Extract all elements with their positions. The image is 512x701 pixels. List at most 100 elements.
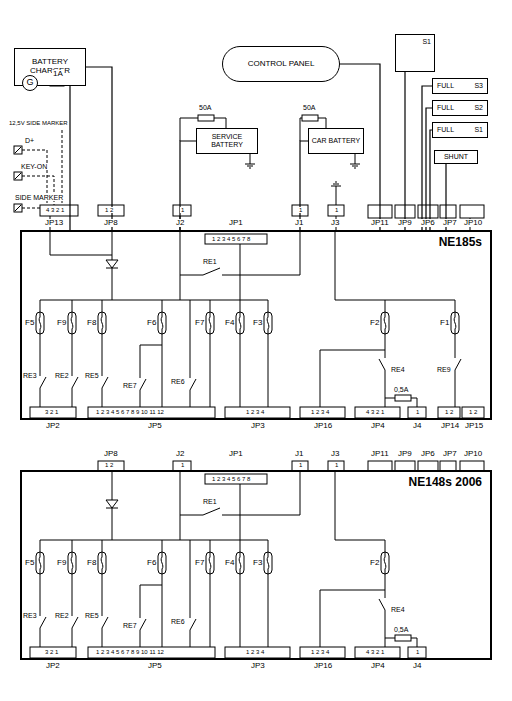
schematic-label: JP7 xyxy=(442,219,458,227)
schematic-label: 1 xyxy=(298,462,303,468)
schematic-label: SIDE MARKER xyxy=(14,194,64,201)
schematic-label: 1 2 3 4 xyxy=(245,649,265,655)
node-text: NE185s xyxy=(439,236,482,249)
schematic-label: JP9 xyxy=(397,219,413,227)
node-text: FULL xyxy=(437,104,454,112)
schematic-label: 1 2 3 4 5 6 7 8 9 10 11 12 xyxy=(95,649,165,655)
node-text: S2 xyxy=(474,104,483,112)
node-text: S1 xyxy=(474,126,483,134)
schematic-label: 1 xyxy=(415,409,420,415)
node-text: SERVICE BATTERY xyxy=(197,133,257,148)
schematic-label: JP16 xyxy=(313,662,333,670)
schematic-label: RE3 xyxy=(22,372,38,379)
node-text: CAR BATTERY xyxy=(312,137,360,145)
schematic-label: JP1 xyxy=(228,219,244,227)
schematic-label: 1 2 3 4 xyxy=(245,409,265,415)
wire-connector xyxy=(38,83,70,230)
schematic-label: KEY-ON xyxy=(20,163,48,170)
schematic-label: JP2 xyxy=(45,422,61,430)
schematic-label: JP2 xyxy=(45,662,61,670)
schematic-label: JP1 xyxy=(228,450,244,458)
schematic-label: JP6 xyxy=(420,219,436,227)
schematic-label: RE1 xyxy=(202,258,218,265)
schematic-label: 50A xyxy=(198,104,212,111)
schematic-label: 1 2 3 4 5 6 7 8 9 10 11 12 xyxy=(95,409,165,415)
schematic-label: JP16 xyxy=(313,422,333,430)
shunt-box: SHUNT xyxy=(434,150,478,164)
schematic-label: RE9 xyxy=(436,366,452,373)
battery-box: CAR BATTERY xyxy=(308,128,364,154)
schematic-label: F9 xyxy=(56,319,67,327)
schematic-label: RE6 xyxy=(170,618,186,625)
schematic-label: JP5 xyxy=(147,422,163,430)
schematic-label: 50A xyxy=(302,104,316,111)
schematic-label: 1 2 xyxy=(444,409,454,415)
schematic-label: 1 xyxy=(298,207,303,213)
schematic-label: RE4 xyxy=(390,606,406,613)
schematic-label: 3 2 1 xyxy=(44,409,59,415)
wire-connector xyxy=(86,67,112,230)
schematic-label: JP8 xyxy=(103,219,119,227)
wire-connector xyxy=(180,141,196,230)
schematic-label: 0,5A xyxy=(393,386,409,393)
schematic-label: JP9 xyxy=(397,450,413,458)
schematic-label: 4 3 2 1 xyxy=(365,649,385,655)
schematic-label: F4 xyxy=(224,559,235,567)
sensor-box: S1 xyxy=(395,34,435,72)
schematic-label: 1 xyxy=(334,462,339,468)
schematic-label: J4 xyxy=(412,662,422,670)
schematic-label: JP10 xyxy=(463,450,483,458)
node-text: CONTROL PANEL xyxy=(248,60,315,69)
schematic-label: RE1 xyxy=(202,498,218,505)
schematic-label: JP8 xyxy=(103,450,119,458)
node-text: SHUNT xyxy=(444,153,468,161)
schematic-label: F2 xyxy=(369,319,380,327)
schematic-label: F7 xyxy=(194,559,205,567)
schematic-label: JP3 xyxy=(250,662,266,670)
schematic-label: JP10 xyxy=(463,219,483,227)
schematic-label: RE2 xyxy=(54,372,70,379)
node-text: S3 xyxy=(474,82,483,90)
schematic-label: F7 xyxy=(194,319,205,327)
schematic-label: J2 xyxy=(175,219,185,227)
battery-box: SERVICE BATTERY xyxy=(196,128,258,154)
tank-box: FULL S2 xyxy=(432,100,488,116)
schematic-label: J4 xyxy=(412,422,422,430)
schematic-label: RE7 xyxy=(122,382,138,389)
schematic-label: F6 xyxy=(146,319,157,327)
schematic-label: 1A xyxy=(52,70,64,78)
node-text: S1 xyxy=(422,38,431,46)
schematic-label: 1 2 xyxy=(104,207,114,213)
ne185s-extras xyxy=(40,205,484,418)
schematic-label: 1 2 xyxy=(104,462,114,468)
node-text: FULL xyxy=(437,82,454,90)
node-text: NE148s 2006 xyxy=(409,476,482,489)
schematic-label: F6 xyxy=(146,559,157,567)
schematic-label: J3 xyxy=(330,219,340,227)
schematic-label: JP13 xyxy=(44,219,64,227)
schematic-label: 1 2 3 4 xyxy=(310,649,330,655)
schematic-label: JP4 xyxy=(370,662,386,670)
schematic-label: RE7 xyxy=(122,622,138,629)
schematic-label: JP4 xyxy=(370,422,386,430)
schematic-label: F9 xyxy=(56,559,67,567)
tank-box: FULLS1 xyxy=(432,122,488,138)
node-text: BATTERY CHARGER xyxy=(15,58,85,76)
schematic-label: F3 xyxy=(252,559,263,567)
node-text: G xyxy=(26,78,33,88)
control-panel: CONTROL PANEL xyxy=(222,46,340,82)
schematic-label: 4 3 2 1 xyxy=(365,409,385,415)
schematic-label: F4 xyxy=(224,319,235,327)
schematic-label: JP11 xyxy=(370,450,390,458)
schematic-label: F8 xyxy=(86,559,97,567)
schematic-label: JP11 xyxy=(370,219,390,227)
schematic-label: 3 2 1 xyxy=(44,649,59,655)
schematic-label: RE5 xyxy=(84,372,100,379)
schematic-label: J3 xyxy=(330,450,340,458)
wire-connector xyxy=(404,72,405,230)
schematic-label: F1 xyxy=(439,319,450,327)
schematic-label: 1 2 3 4 5 6 7 8 xyxy=(211,476,251,482)
generator-circle: G xyxy=(22,75,38,91)
schematic-label: F8 xyxy=(86,319,97,327)
schematic-label: RE3 xyxy=(22,612,38,619)
